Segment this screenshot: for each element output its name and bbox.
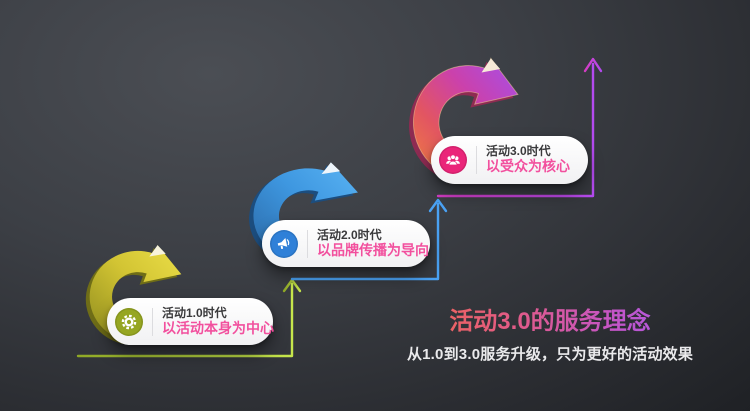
people-group-icon: [439, 146, 467, 174]
headline-title: 活动3.0的服务理念: [400, 301, 700, 336]
divider: [476, 146, 477, 174]
stage1-era-label: 活动1.0时代: [162, 305, 227, 320]
stage-card-2: 活动2.0时代 以品牌传播为导向: [262, 220, 430, 267]
headline-subtitle: 从1.0到3.0服务升级，只为更好的活动效果: [406, 346, 694, 363]
stage-card-1: 活动1.0时代 以活动本身为中心: [107, 298, 274, 345]
headline-block: 活动3.0的服务理念 从1.0到3.0服务升级，只为更好的活动效果: [400, 301, 700, 364]
stage1-focus-label: 以活动本身为中心: [162, 319, 274, 336]
step-line-stage3: [436, 57, 603, 198]
stage2-focus-label: 以品牌传播为导向: [317, 241, 429, 258]
stage2-era-label: 活动2.0时代: [317, 227, 382, 242]
gear-icon: [115, 307, 143, 336]
stage-card-3: 活动3.0时代 以受众为核心: [431, 136, 588, 184]
step-line-stage2: [290, 198, 448, 281]
divider: [152, 307, 153, 336]
divider: [307, 229, 308, 258]
megaphone-icon: [270, 229, 298, 258]
up-arrowhead-purple-icon: [583, 57, 603, 73]
stage3-focus-label: 以受众为核心: [486, 158, 570, 175]
stage3-era-label: 活动3.0时代: [486, 144, 551, 159]
up-arrowhead-blue-icon: [428, 198, 448, 213]
